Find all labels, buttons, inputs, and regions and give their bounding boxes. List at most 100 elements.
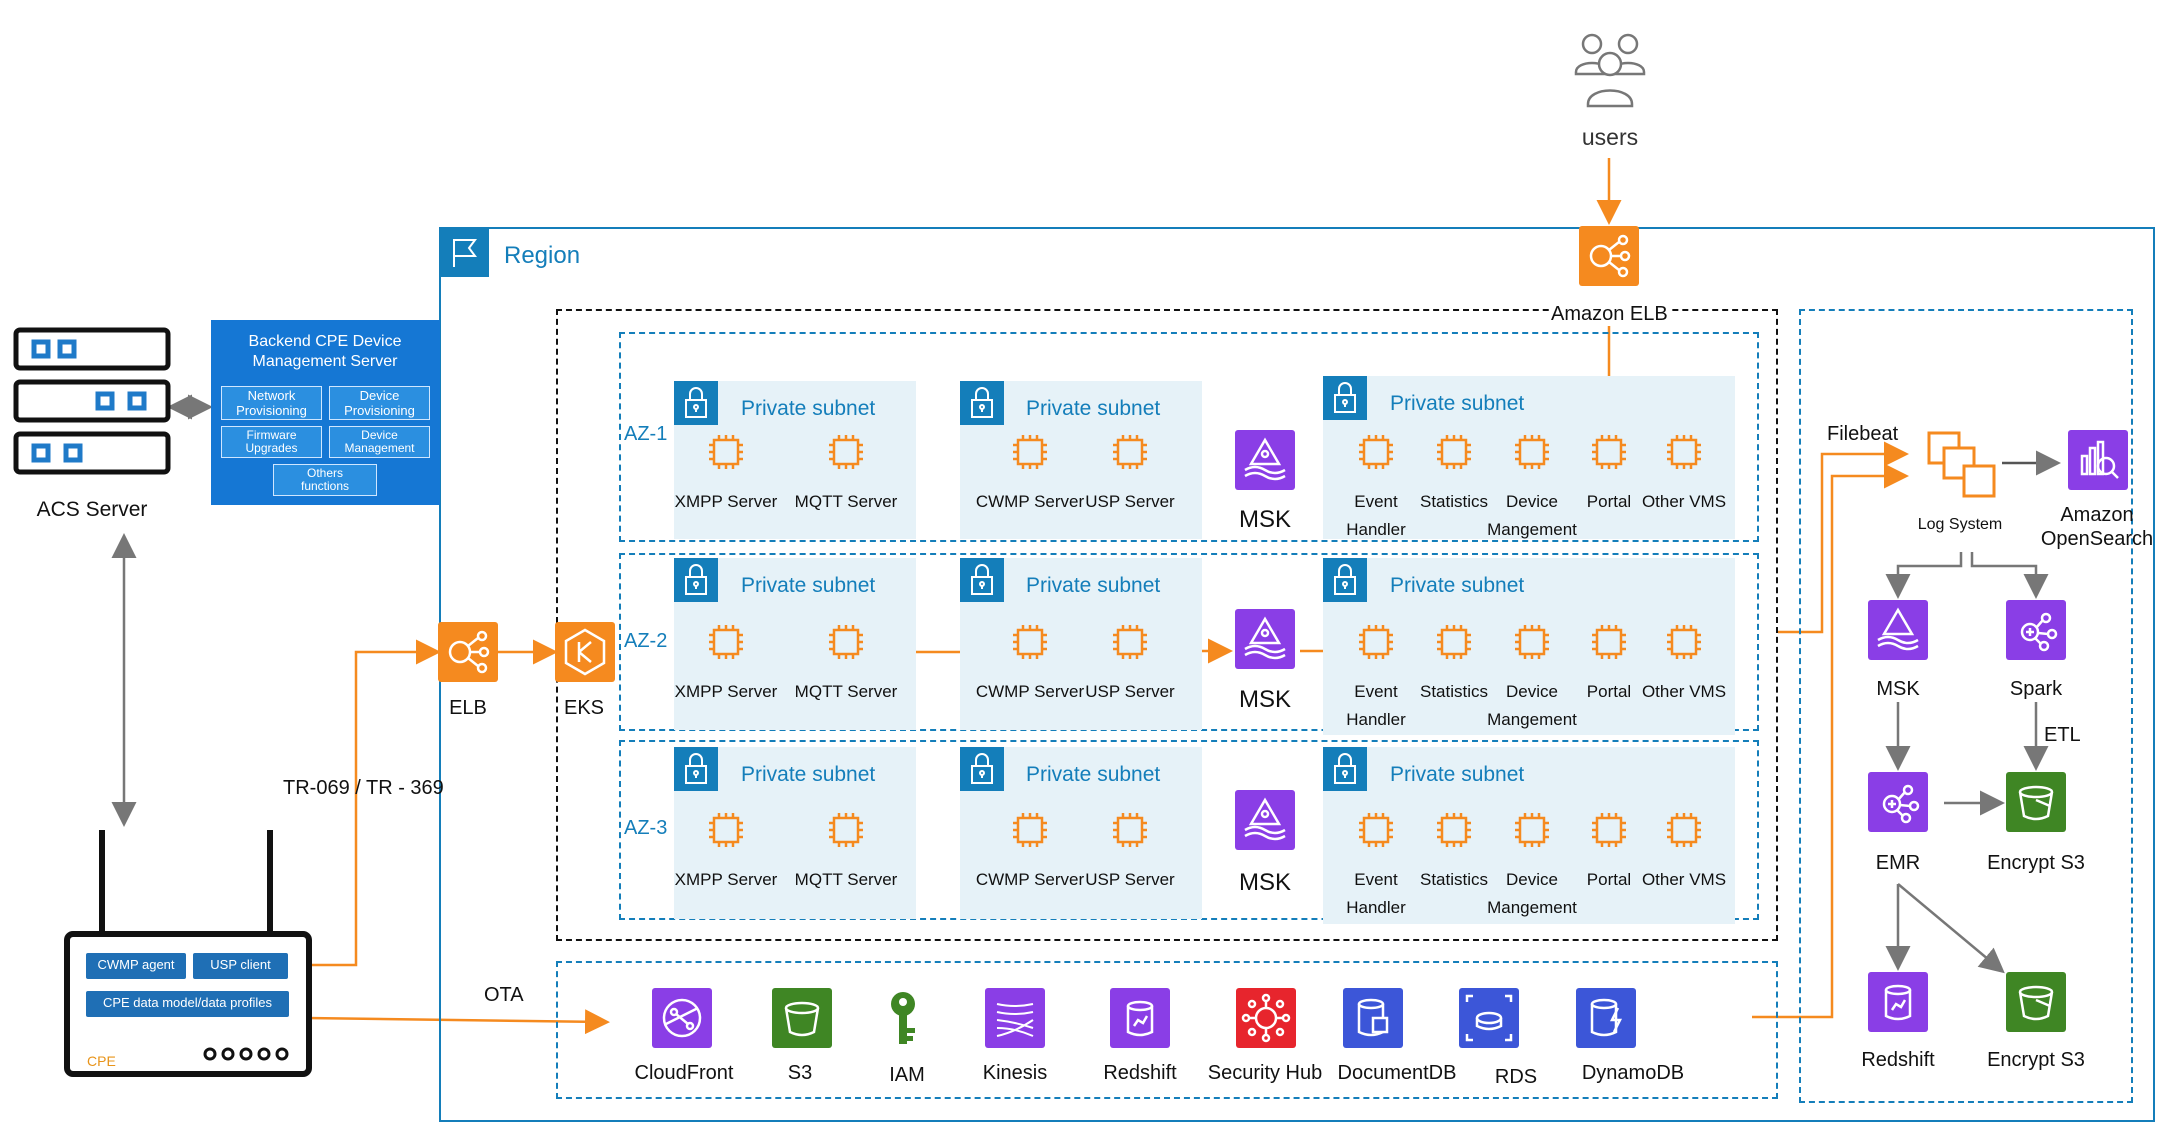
service-icon xyxy=(873,988,933,1048)
usp-client-button[interactable]: USP client xyxy=(193,953,288,979)
encrypt-s3-label: Encrypt S3 xyxy=(1987,852,2085,874)
lock-icon xyxy=(960,558,1004,602)
instance-label: Device xyxy=(1506,682,1558,701)
service-icon xyxy=(1459,988,1519,1048)
service-label: RDS xyxy=(1494,1066,1538,1088)
az2-box xyxy=(619,553,1759,731)
msk-icon xyxy=(1235,790,1295,850)
log-system-label: Log System xyxy=(1917,516,2003,533)
subnet-title: Private subnet xyxy=(1390,763,1525,786)
ec2-instance-icon xyxy=(1434,810,1474,850)
instance-label: USP Server xyxy=(1085,870,1175,889)
ec2-instance-icon xyxy=(1010,810,1050,850)
service-label: Kinesis xyxy=(982,1062,1048,1084)
subnet-title: Private subnet xyxy=(741,397,876,420)
backend-management-server: Backend CPE Device Management Server Net… xyxy=(211,320,440,505)
ec2-instance-icon xyxy=(1356,810,1396,850)
ec2-instance-icon xyxy=(826,622,866,662)
ec2-instance-icon xyxy=(1512,432,1552,472)
analytics-msk-label: MSK xyxy=(1876,678,1920,700)
subnet-title: Private subnet xyxy=(1026,763,1161,786)
service-icon xyxy=(1576,988,1636,1048)
instance-label: MQTT Server xyxy=(794,492,898,511)
protocol-label: TR-069 / TR - 369 xyxy=(283,777,444,799)
spark-label: Spark xyxy=(2009,678,2063,700)
instance-sublabel: Mangement xyxy=(1487,710,1577,729)
subnet-title: Private subnet xyxy=(1390,574,1525,597)
az1-box xyxy=(619,332,1759,542)
instance-label: XMPP Server xyxy=(674,682,778,701)
eks-icon xyxy=(555,622,615,682)
ec2-instance-icon xyxy=(1434,432,1474,472)
subnet-title: Private subnet xyxy=(741,763,876,786)
instance-label: Device xyxy=(1506,870,1558,889)
instance-label: MQTT Server xyxy=(794,682,898,701)
instance-label: USP Server xyxy=(1085,492,1175,511)
service-label: IAM xyxy=(889,1064,925,1086)
instance-label: Device xyxy=(1506,492,1558,511)
opensearch-icon xyxy=(2068,430,2128,490)
cwmp-agent-button[interactable]: CWMP agent xyxy=(86,953,186,979)
backend-title-line2: Management Server xyxy=(252,353,398,370)
subnet-title: Private subnet xyxy=(1390,392,1525,415)
backend-title-line1: Backend CPE Device xyxy=(248,333,402,350)
instance-sublabel: Mangement xyxy=(1487,898,1577,917)
services-box xyxy=(556,961,1778,1099)
emr-icon xyxy=(1868,772,1928,832)
acs-server-label: ACS Server xyxy=(36,498,148,521)
instance-sublabel: Mangement xyxy=(1487,520,1577,539)
az-label: AZ-3 xyxy=(624,817,668,839)
ec2-instance-icon xyxy=(1010,432,1050,472)
lock-icon xyxy=(960,747,1004,791)
ec2-instance-icon xyxy=(706,432,746,472)
instance-label: CWMP Server xyxy=(975,682,1085,701)
amazon-elb-label: Amazon ELB xyxy=(1549,303,1670,326)
analytics-redshift-label: Redshift xyxy=(1861,1049,1935,1071)
analytics-msk-icon xyxy=(1868,600,1928,660)
msk-icon xyxy=(1235,609,1295,669)
service-icon xyxy=(1236,988,1296,1048)
encrypt-s3-2-icon xyxy=(2006,972,2066,1032)
lock-icon xyxy=(1323,558,1367,602)
users-label: users xyxy=(1581,124,1639,150)
msk-label: MSK xyxy=(1238,869,1292,896)
log-system-icon xyxy=(1927,431,1996,498)
lock-icon xyxy=(1323,376,1367,420)
lock-icon xyxy=(1323,747,1367,791)
service-label: DynamoDB xyxy=(1581,1062,1685,1084)
ec2-instance-icon xyxy=(1434,622,1474,662)
instance-label: Event xyxy=(1354,492,1398,511)
private-subnet xyxy=(1323,747,1735,924)
opensearch-label-line1: Amazon xyxy=(2060,504,2134,526)
private-subnet xyxy=(1323,558,1735,735)
az3-box xyxy=(619,740,1759,920)
ec2-instance-icon xyxy=(1110,810,1150,850)
ec2-instance-icon xyxy=(1589,810,1629,850)
instance-label: Event xyxy=(1354,682,1398,701)
service-icon xyxy=(652,988,712,1048)
service-label: DocumentDB xyxy=(1337,1062,1457,1084)
service-icon xyxy=(985,988,1045,1048)
ec2-instance-icon xyxy=(1356,622,1396,662)
analytics-redshift-icon xyxy=(1868,972,1928,1032)
instance-label: Statistics xyxy=(1419,492,1489,511)
analytics-box xyxy=(1799,309,2133,1103)
service-icon xyxy=(1343,988,1403,1048)
cpe-data-model-button[interactable]: CPE data model/data profiles xyxy=(86,991,289,1017)
instance-label: Statistics xyxy=(1419,682,1489,701)
az-label: AZ-2 xyxy=(624,630,668,652)
acs-server-icon xyxy=(13,327,171,475)
subnet-title: Private subnet xyxy=(741,574,876,597)
lock-icon xyxy=(674,381,718,425)
subnet-title: Private subnet xyxy=(1026,574,1161,597)
ec2-instance-icon xyxy=(1664,622,1704,662)
emr-label: EMR xyxy=(1875,852,1921,874)
elb-icon xyxy=(438,622,498,682)
lock-icon xyxy=(674,558,718,602)
filebeat-label: Filebeat xyxy=(1827,423,1899,445)
